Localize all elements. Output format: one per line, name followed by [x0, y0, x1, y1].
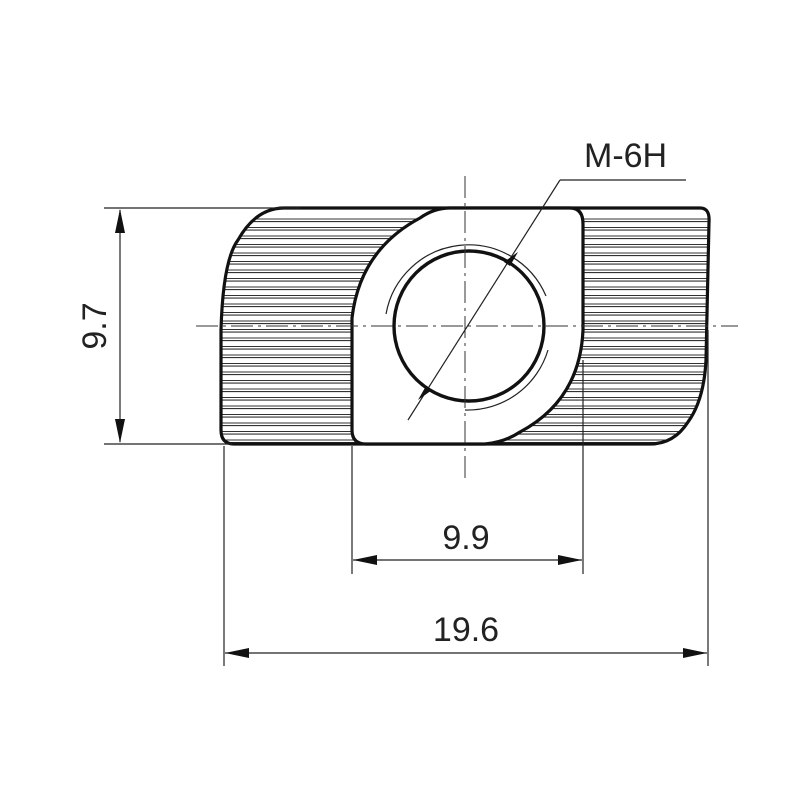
thread-label: M-6H: [584, 137, 667, 175]
overall-width-arrow-right: [683, 648, 707, 658]
thread-arc-lower: [464, 349, 549, 411]
overall-width-arrow-left: [225, 648, 249, 658]
thread-leader-arrow-lower: [418, 386, 432, 400]
inner-width-arrow-left: [353, 555, 377, 565]
inner-width-label: 9.9: [442, 519, 489, 557]
height-arrow-top: [115, 209, 125, 233]
thread-leader-arrow-upper: [504, 252, 518, 266]
thread-arc-upper: [385, 244, 547, 315]
height-arrow-bottom: [115, 419, 125, 443]
overall-width-label: 19.6: [433, 611, 499, 649]
inner-width-arrow-right: [558, 555, 582, 565]
height-label: 9.7: [76, 302, 114, 349]
thread-leader-line: [407, 179, 561, 421]
